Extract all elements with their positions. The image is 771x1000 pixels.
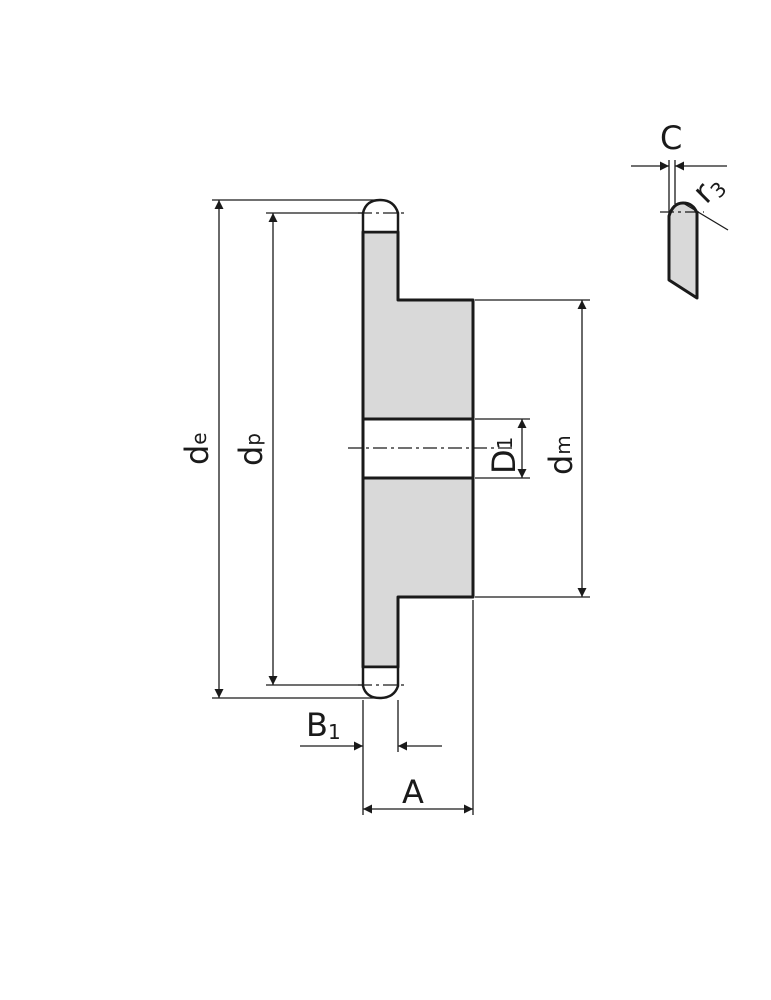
D1-label: D1 [485,437,523,474]
dimension-lines [214,200,587,814]
upper-body [361,230,475,421]
lower-body [361,476,475,669]
dp-label: dp [232,433,270,466]
r3-leader [682,202,729,231]
tooth-detail [631,160,729,300]
B1-label: B1 [306,706,341,744]
C-label: C [660,119,682,157]
detail-tooth-body [667,201,699,300]
de-label: de [178,432,216,465]
upper-tooth-tip [361,198,400,234]
dm-label: dm [542,435,580,475]
A-label: A [402,773,424,811]
lower-tooth-tip [361,665,400,700]
sprocket-section [348,198,512,700]
